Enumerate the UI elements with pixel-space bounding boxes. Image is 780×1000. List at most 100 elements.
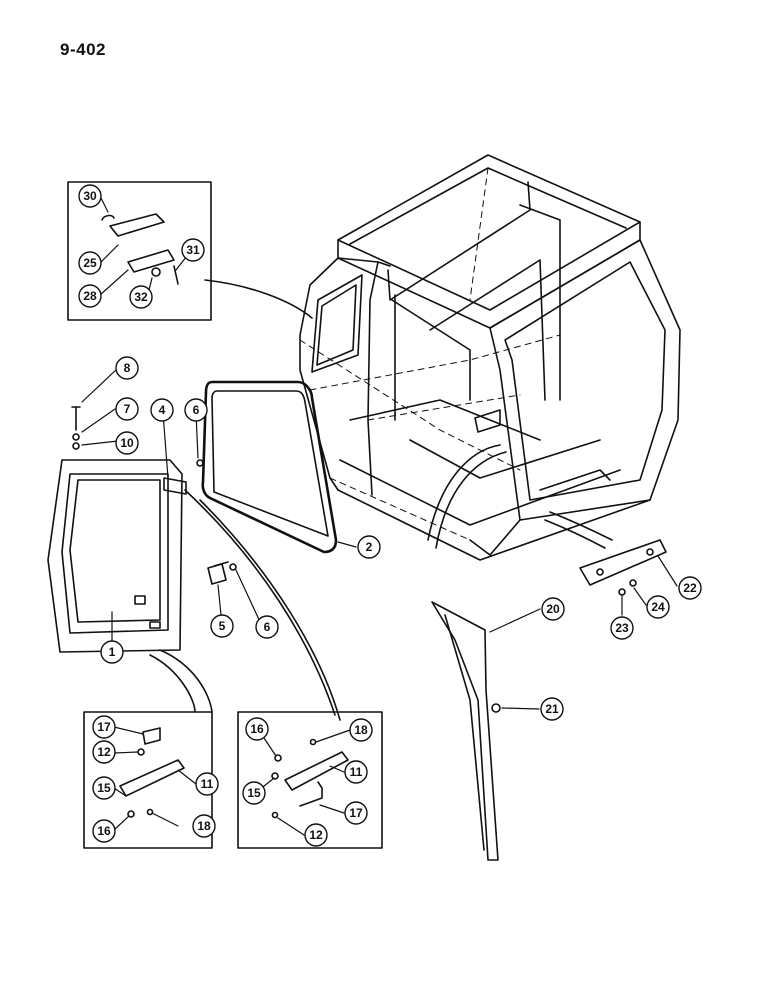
callout-21: 21 bbox=[540, 697, 564, 721]
callout-10: 10 bbox=[115, 431, 139, 455]
callout-7: 7 bbox=[115, 397, 139, 421]
callout-label: 6 bbox=[193, 403, 200, 417]
callout-label: 18 bbox=[354, 723, 368, 737]
callout-label: 6 bbox=[264, 620, 271, 634]
callout-label: 30 bbox=[83, 189, 97, 203]
callout-5: 5 bbox=[210, 614, 234, 638]
hinge-4 bbox=[163, 477, 187, 495]
cab-frame bbox=[299, 154, 681, 561]
callout-circle bbox=[344, 801, 368, 825]
callout-label: 4 bbox=[159, 403, 166, 417]
callout-circle bbox=[646, 595, 670, 619]
callout-15: 15 bbox=[92, 776, 116, 800]
callout-circle bbox=[115, 356, 139, 380]
seal-strip bbox=[544, 511, 613, 549]
callout-label: 15 bbox=[97, 781, 111, 795]
callout-label: 5 bbox=[219, 619, 226, 633]
callout-label: 20 bbox=[546, 602, 560, 616]
callout-circle bbox=[92, 740, 116, 764]
callout-circle bbox=[678, 576, 702, 600]
callout-label: 24 bbox=[651, 600, 665, 614]
callout-circle bbox=[78, 184, 102, 208]
screw-6 bbox=[196, 459, 204, 467]
window-frame bbox=[47, 459, 183, 653]
detail-box-latch bbox=[67, 181, 212, 321]
callout-30: 30 bbox=[78, 184, 102, 208]
callout-31: 31 bbox=[181, 238, 205, 262]
callout-25: 25 bbox=[78, 251, 102, 275]
callout-circle bbox=[100, 640, 124, 664]
callout-circle bbox=[540, 697, 564, 721]
callout-circle bbox=[129, 285, 153, 309]
callout-32: 32 bbox=[129, 285, 153, 309]
callout-circle bbox=[245, 717, 269, 741]
callout-1: 1 bbox=[100, 640, 124, 664]
callout-20: 20 bbox=[541, 597, 565, 621]
callout-label: 1 bbox=[109, 645, 116, 659]
callout-22: 22 bbox=[678, 576, 702, 600]
callout-circle bbox=[610, 616, 634, 640]
callout-circle bbox=[115, 431, 139, 455]
detail-box-strap-right bbox=[237, 711, 383, 849]
callout-label: 17 bbox=[349, 806, 363, 820]
callout-12: 12 bbox=[92, 740, 116, 764]
callout-18: 18 bbox=[192, 814, 216, 838]
callout-16: 16 bbox=[245, 717, 269, 741]
callout-circle bbox=[184, 398, 208, 422]
hinge-5 bbox=[207, 561, 229, 585]
callout-label: 31 bbox=[186, 243, 200, 257]
callout-8: 8 bbox=[115, 356, 139, 380]
callout-label: 22 bbox=[683, 581, 697, 595]
callout-label: 2 bbox=[366, 540, 373, 554]
callout-6: 6 bbox=[255, 615, 279, 639]
callout-23: 23 bbox=[610, 616, 634, 640]
callout-circle bbox=[150, 398, 174, 422]
callout-label: 16 bbox=[250, 722, 264, 736]
callout-label: 16 bbox=[97, 824, 111, 838]
callout-circle bbox=[192, 814, 216, 838]
callout-label: 8 bbox=[124, 361, 131, 375]
callout-label: 17 bbox=[97, 720, 111, 734]
callout-circle bbox=[349, 718, 373, 742]
callout-circle bbox=[210, 614, 234, 638]
callout-label: 10 bbox=[120, 436, 134, 450]
callout-label: 32 bbox=[134, 290, 148, 304]
callout-circle bbox=[92, 819, 116, 843]
callout-17: 17 bbox=[92, 715, 116, 739]
callout-label: 11 bbox=[350, 765, 363, 779]
bracket-22 bbox=[579, 539, 667, 586]
callout-11: 11 bbox=[195, 772, 219, 796]
callout-circle bbox=[78, 251, 102, 275]
page-number: 9-402 bbox=[60, 40, 106, 59]
callout-label: 28 bbox=[83, 289, 97, 303]
callout-16: 16 bbox=[92, 819, 116, 843]
callout-label: 15 bbox=[247, 786, 261, 800]
callout-17: 17 bbox=[344, 801, 368, 825]
callout-4: 4 bbox=[150, 398, 174, 422]
pillar-trim bbox=[431, 601, 499, 861]
callout-circle bbox=[181, 238, 205, 262]
callout-circle bbox=[255, 615, 279, 639]
callout-circle bbox=[242, 781, 266, 805]
callout-label: 25 bbox=[83, 256, 97, 270]
callout-circle bbox=[78, 284, 102, 308]
callout-label: 23 bbox=[615, 621, 629, 635]
callout-12: 12 bbox=[304, 823, 328, 847]
callout-circle bbox=[541, 597, 565, 621]
callout-6: 6 bbox=[184, 398, 208, 422]
callout-circle bbox=[357, 535, 381, 559]
callout-24: 24 bbox=[646, 595, 670, 619]
callout-label: 11 bbox=[201, 777, 214, 791]
callout-circle bbox=[304, 823, 328, 847]
callout-circle bbox=[195, 772, 219, 796]
window-glass-seal bbox=[201, 380, 338, 554]
callout-28: 28 bbox=[78, 284, 102, 308]
callout-circle bbox=[344, 760, 368, 784]
seal-strip bbox=[427, 444, 507, 549]
callout-circle bbox=[92, 776, 116, 800]
callout-15: 15 bbox=[242, 781, 266, 805]
callout-circle bbox=[115, 397, 139, 421]
callout-label: 12 bbox=[97, 745, 111, 759]
